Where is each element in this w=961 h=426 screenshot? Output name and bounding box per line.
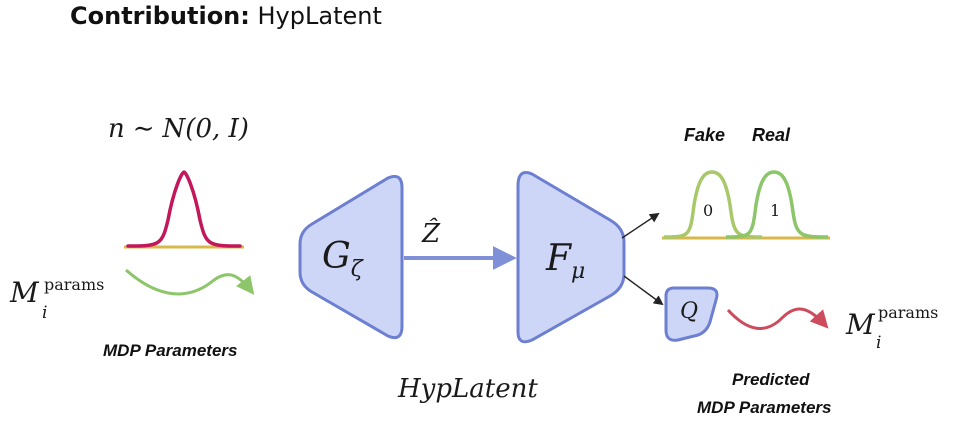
- output-m-sup: params: [878, 303, 938, 322]
- disc-arrow: [621, 212, 660, 239]
- q-block: [664, 286, 719, 342]
- fake-value: 0: [703, 201, 713, 220]
- fake-label: Fake: [684, 125, 725, 145]
- title-bold: Contribution:: [70, 2, 250, 30]
- input-m-symbol: M: [9, 276, 40, 309]
- output-m-sub: i: [876, 333, 881, 353]
- title-rest: HypLatent: [257, 2, 382, 30]
- q-arrow: [623, 275, 664, 306]
- real-label: Real: [752, 125, 791, 145]
- predicted-label-line1: Predicted: [732, 370, 810, 389]
- page-title: Contribution: HypLatent: [70, 2, 382, 30]
- noise-label: n∼N(0, I): [108, 114, 249, 144]
- model-name: HypLatent: [397, 374, 538, 404]
- real-value: 1: [770, 201, 780, 220]
- predicted-label-line2: MDP Parameters: [697, 398, 832, 417]
- input-m-sup: params: [44, 275, 104, 294]
- discriminator-curves: [662, 170, 830, 240]
- generator-label: Gζ: [322, 236, 365, 282]
- feature-block: [516, 171, 626, 344]
- predicted-wave-arrow: [726, 307, 829, 330]
- bell-curve: [126, 170, 242, 248]
- generator-block: [298, 174, 404, 340]
- fake-curve: [663, 170, 763, 239]
- real-curve: [725, 170, 829, 239]
- noise-bell-curve: [124, 170, 244, 249]
- input-wave-arrow: [125, 268, 255, 296]
- latent-label: Ẑ: [421, 217, 441, 249]
- output-m-symbol: M: [845, 308, 876, 341]
- feature-label: Fμ: [545, 238, 585, 284]
- input-m-sub: i: [42, 303, 47, 323]
- input-label: MDP Parameters: [103, 341, 238, 360]
- q-label: Q: [680, 299, 698, 324]
